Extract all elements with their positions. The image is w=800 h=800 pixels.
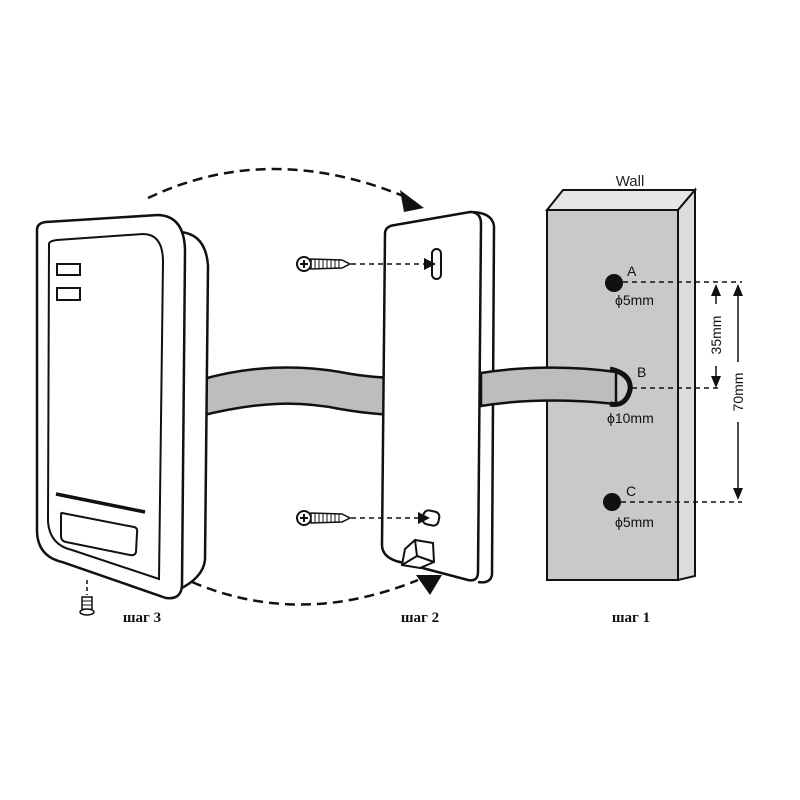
top-motion-arc <box>147 167 409 200</box>
bracket-clip <box>400 538 436 570</box>
hole-c-diameter: ϕ5mm <box>615 514 654 530</box>
divider-bar <box>55 492 146 514</box>
dim-35mm-label: 35mm <box>708 316 724 355</box>
bracket-plate <box>380 210 483 582</box>
hole-a-label: A <box>627 263 637 279</box>
step-3-label: шаг 3 <box>123 610 161 626</box>
top-arrowhead <box>400 190 424 212</box>
step-2-label: шаг 2 <box>401 610 439 626</box>
top-screw-icon <box>296 256 352 272</box>
hole-b-label: B <box>637 364 646 380</box>
led-indicator-1 <box>56 263 81 276</box>
led-indicator-2 <box>56 287 81 301</box>
hole-a-diameter: ϕ5mm <box>615 292 654 308</box>
cable-2 <box>479 366 618 408</box>
wall-top-face <box>544 189 698 211</box>
reader-device <box>35 213 210 600</box>
mounting-bracket <box>380 210 496 584</box>
bottom-screw-slot <box>421 509 441 527</box>
reader-front-panel <box>46 232 165 581</box>
card-window <box>60 511 139 557</box>
bottom-screw-icon <box>79 596 95 616</box>
hole-b-diameter: ϕ10mm <box>607 410 654 426</box>
dim-35mm <box>711 284 721 388</box>
dim-70mm-label: 70mm <box>730 373 746 412</box>
wall-label: Wall <box>616 173 645 190</box>
hole-a-icon <box>605 274 623 292</box>
bottom-arrowhead <box>416 575 442 595</box>
step-1-label: шаг 1 <box>612 610 650 626</box>
bottom-bracket-screw-icon <box>296 510 352 526</box>
wall-side-face <box>677 187 696 582</box>
hole-b-icon <box>609 366 633 407</box>
dim-70mm <box>733 284 743 500</box>
hole-c-label: C <box>626 483 636 499</box>
hole-c-icon <box>603 493 621 511</box>
top-screw-slot <box>431 248 442 280</box>
bottom-motion-arc <box>191 578 419 606</box>
